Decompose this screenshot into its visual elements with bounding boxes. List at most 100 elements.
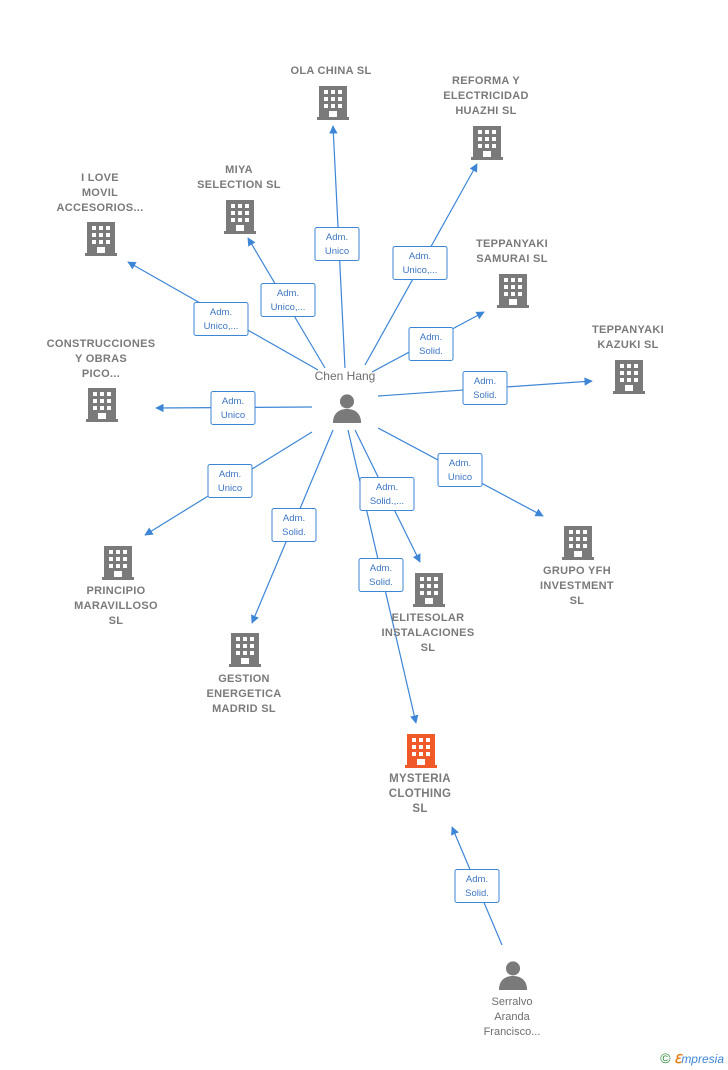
building-icon	[405, 734, 437, 768]
company-label: ENERGETICA	[206, 688, 281, 700]
company-label: I LOVE	[81, 172, 119, 184]
role-badge-construc[interactable]: Adm.Unico	[210, 391, 256, 425]
company-label: MOVIL	[82, 187, 118, 199]
company-node-ola[interactable]: OLA CHINA SL	[290, 65, 371, 120]
role-badge-box	[358, 558, 404, 592]
company-label: KAZUKI SL	[597, 339, 658, 351]
role-badge-samurai[interactable]: Adm. Solid.	[408, 327, 454, 361]
role-badge-ilove[interactable]: Adm. Unico,...	[193, 302, 249, 336]
role-badge-box	[210, 391, 256, 425]
role-badge-text: Adm.	[277, 288, 299, 299]
role-badge-box	[454, 869, 500, 903]
role-badge-box	[193, 302, 249, 336]
role-badge-text: Unico,...	[403, 265, 438, 276]
building-icon	[317, 86, 349, 120]
building-icon	[85, 222, 117, 256]
role-badge-text: Unico	[325, 246, 349, 257]
role-badge-text: Adm.	[420, 332, 442, 343]
company-label: CONSTRUCCIONES	[47, 338, 156, 350]
company-label: ACCESORIOS...	[56, 202, 143, 214]
company-node-mysteria[interactable]: MYSTERIA CLOTHING SL	[389, 734, 451, 815]
role-badge-mysteria[interactable]: Adm.Solid.	[358, 558, 404, 592]
building-icon	[413, 573, 445, 607]
building-icon	[102, 546, 134, 580]
role-badge-text: Adm.	[283, 513, 305, 524]
role-badge-ola[interactable]: Adm.Unico	[314, 227, 360, 261]
person-node-serralvo[interactable]: SerralvoArandaFrancisco...	[484, 961, 541, 1038]
role-badge-text: Solid.	[473, 390, 497, 401]
person-label: Serralvo	[492, 996, 533, 1008]
company-node-ilove[interactable]: I LOVE MOVIL ACCESORIOS...	[56, 172, 143, 256]
company-label: REFORMA Y	[452, 75, 520, 87]
role-badge-text: Adm.	[219, 469, 241, 480]
role-badge-principio[interactable]: Adm. Unico	[207, 464, 253, 498]
company-label: ELITESOLAR	[392, 612, 465, 624]
role-badge-text: Adm.	[370, 563, 392, 574]
role-badge-box	[437, 453, 483, 487]
building-icon	[471, 126, 503, 160]
role-badge-text: Adm.	[466, 874, 488, 885]
building-icon	[497, 274, 529, 308]
role-badge-text: Adm.	[449, 458, 471, 469]
company-label: CLOTHING	[389, 788, 451, 800]
role-badge-text: Adm.	[222, 396, 244, 407]
person-label: Aranda	[494, 1011, 530, 1023]
role-badge-box	[392, 246, 448, 280]
company-node-samurai[interactable]: TEPPANYAKI SAMURAI SL	[476, 238, 548, 308]
hub-person-label: Chen Hang	[315, 369, 376, 383]
company-node-grupo[interactable]: GRUPO YFH INVESTMENT SL	[540, 526, 614, 607]
role-badge-grupo[interactable]: Adm. Unico	[437, 453, 483, 487]
company-label: INVESTMENT	[540, 580, 614, 592]
company-label: SL	[412, 803, 427, 815]
company-label: PICO...	[82, 368, 120, 380]
empresia-logo-text: mpresia	[681, 1052, 724, 1066]
role-badge-text: Unico,...	[271, 302, 306, 313]
role-badge-text: Solid.,...	[370, 496, 404, 507]
role-badge-text: Unico	[448, 472, 472, 483]
role-badge-gestion[interactable]: Adm.Solid.	[271, 508, 317, 542]
role-badge-text: Solid.	[465, 888, 489, 899]
company-node-kazuki[interactable]: TEPPANYAKI KAZUKI SL	[592, 324, 664, 394]
building-icon	[562, 526, 594, 560]
building-icon	[86, 388, 118, 422]
role-badge-text: Unico,...	[204, 321, 239, 332]
company-label: ELECTRICIDAD	[443, 90, 529, 102]
role-badge-text: Solid.	[419, 346, 443, 357]
company-label: MYSTERIA	[389, 773, 451, 785]
role-badge-elitesolar[interactable]: Adm.Solid.,...	[359, 477, 415, 511]
copyright-footer: © ℇmpresia	[660, 1050, 724, 1066]
company-label: TEPPANYAKI	[476, 238, 548, 250]
building-icon	[224, 200, 256, 234]
company-label: TEPPANYAKI	[592, 324, 664, 336]
company-label: SL	[570, 595, 585, 607]
role-badge-box	[271, 508, 317, 542]
role-badge-miya[interactable]: Adm. Unico,...	[260, 283, 316, 317]
copyright-icon: ©	[660, 1050, 671, 1066]
role-badge-reforma[interactable]: Adm.Unico,...	[392, 246, 448, 280]
person-label: Francisco...	[484, 1026, 541, 1038]
company-label: GRUPO YFH	[543, 565, 611, 577]
person-node-hub[interactable]: Chen Hang	[315, 369, 376, 423]
company-label: SAMURAI SL	[476, 253, 547, 265]
role-badge-serralvo[interactable]: Adm. Solid.	[454, 869, 500, 903]
role-badge-text: Adm.	[210, 307, 232, 318]
role-badge-box	[260, 283, 316, 317]
company-label: OLA CHINA SL	[290, 65, 371, 77]
company-label: PRINCIPIO	[87, 585, 146, 597]
role-badge-box	[207, 464, 253, 498]
company-label: MIYA	[225, 164, 253, 176]
person-icon	[498, 961, 528, 990]
role-badge-kazuki[interactable]: Adm.Solid.	[462, 371, 508, 405]
role-badge-text: Unico	[218, 483, 242, 494]
company-label: INSTALACIONES	[382, 627, 475, 639]
role-badge-box	[462, 371, 508, 405]
building-icon	[613, 360, 645, 394]
